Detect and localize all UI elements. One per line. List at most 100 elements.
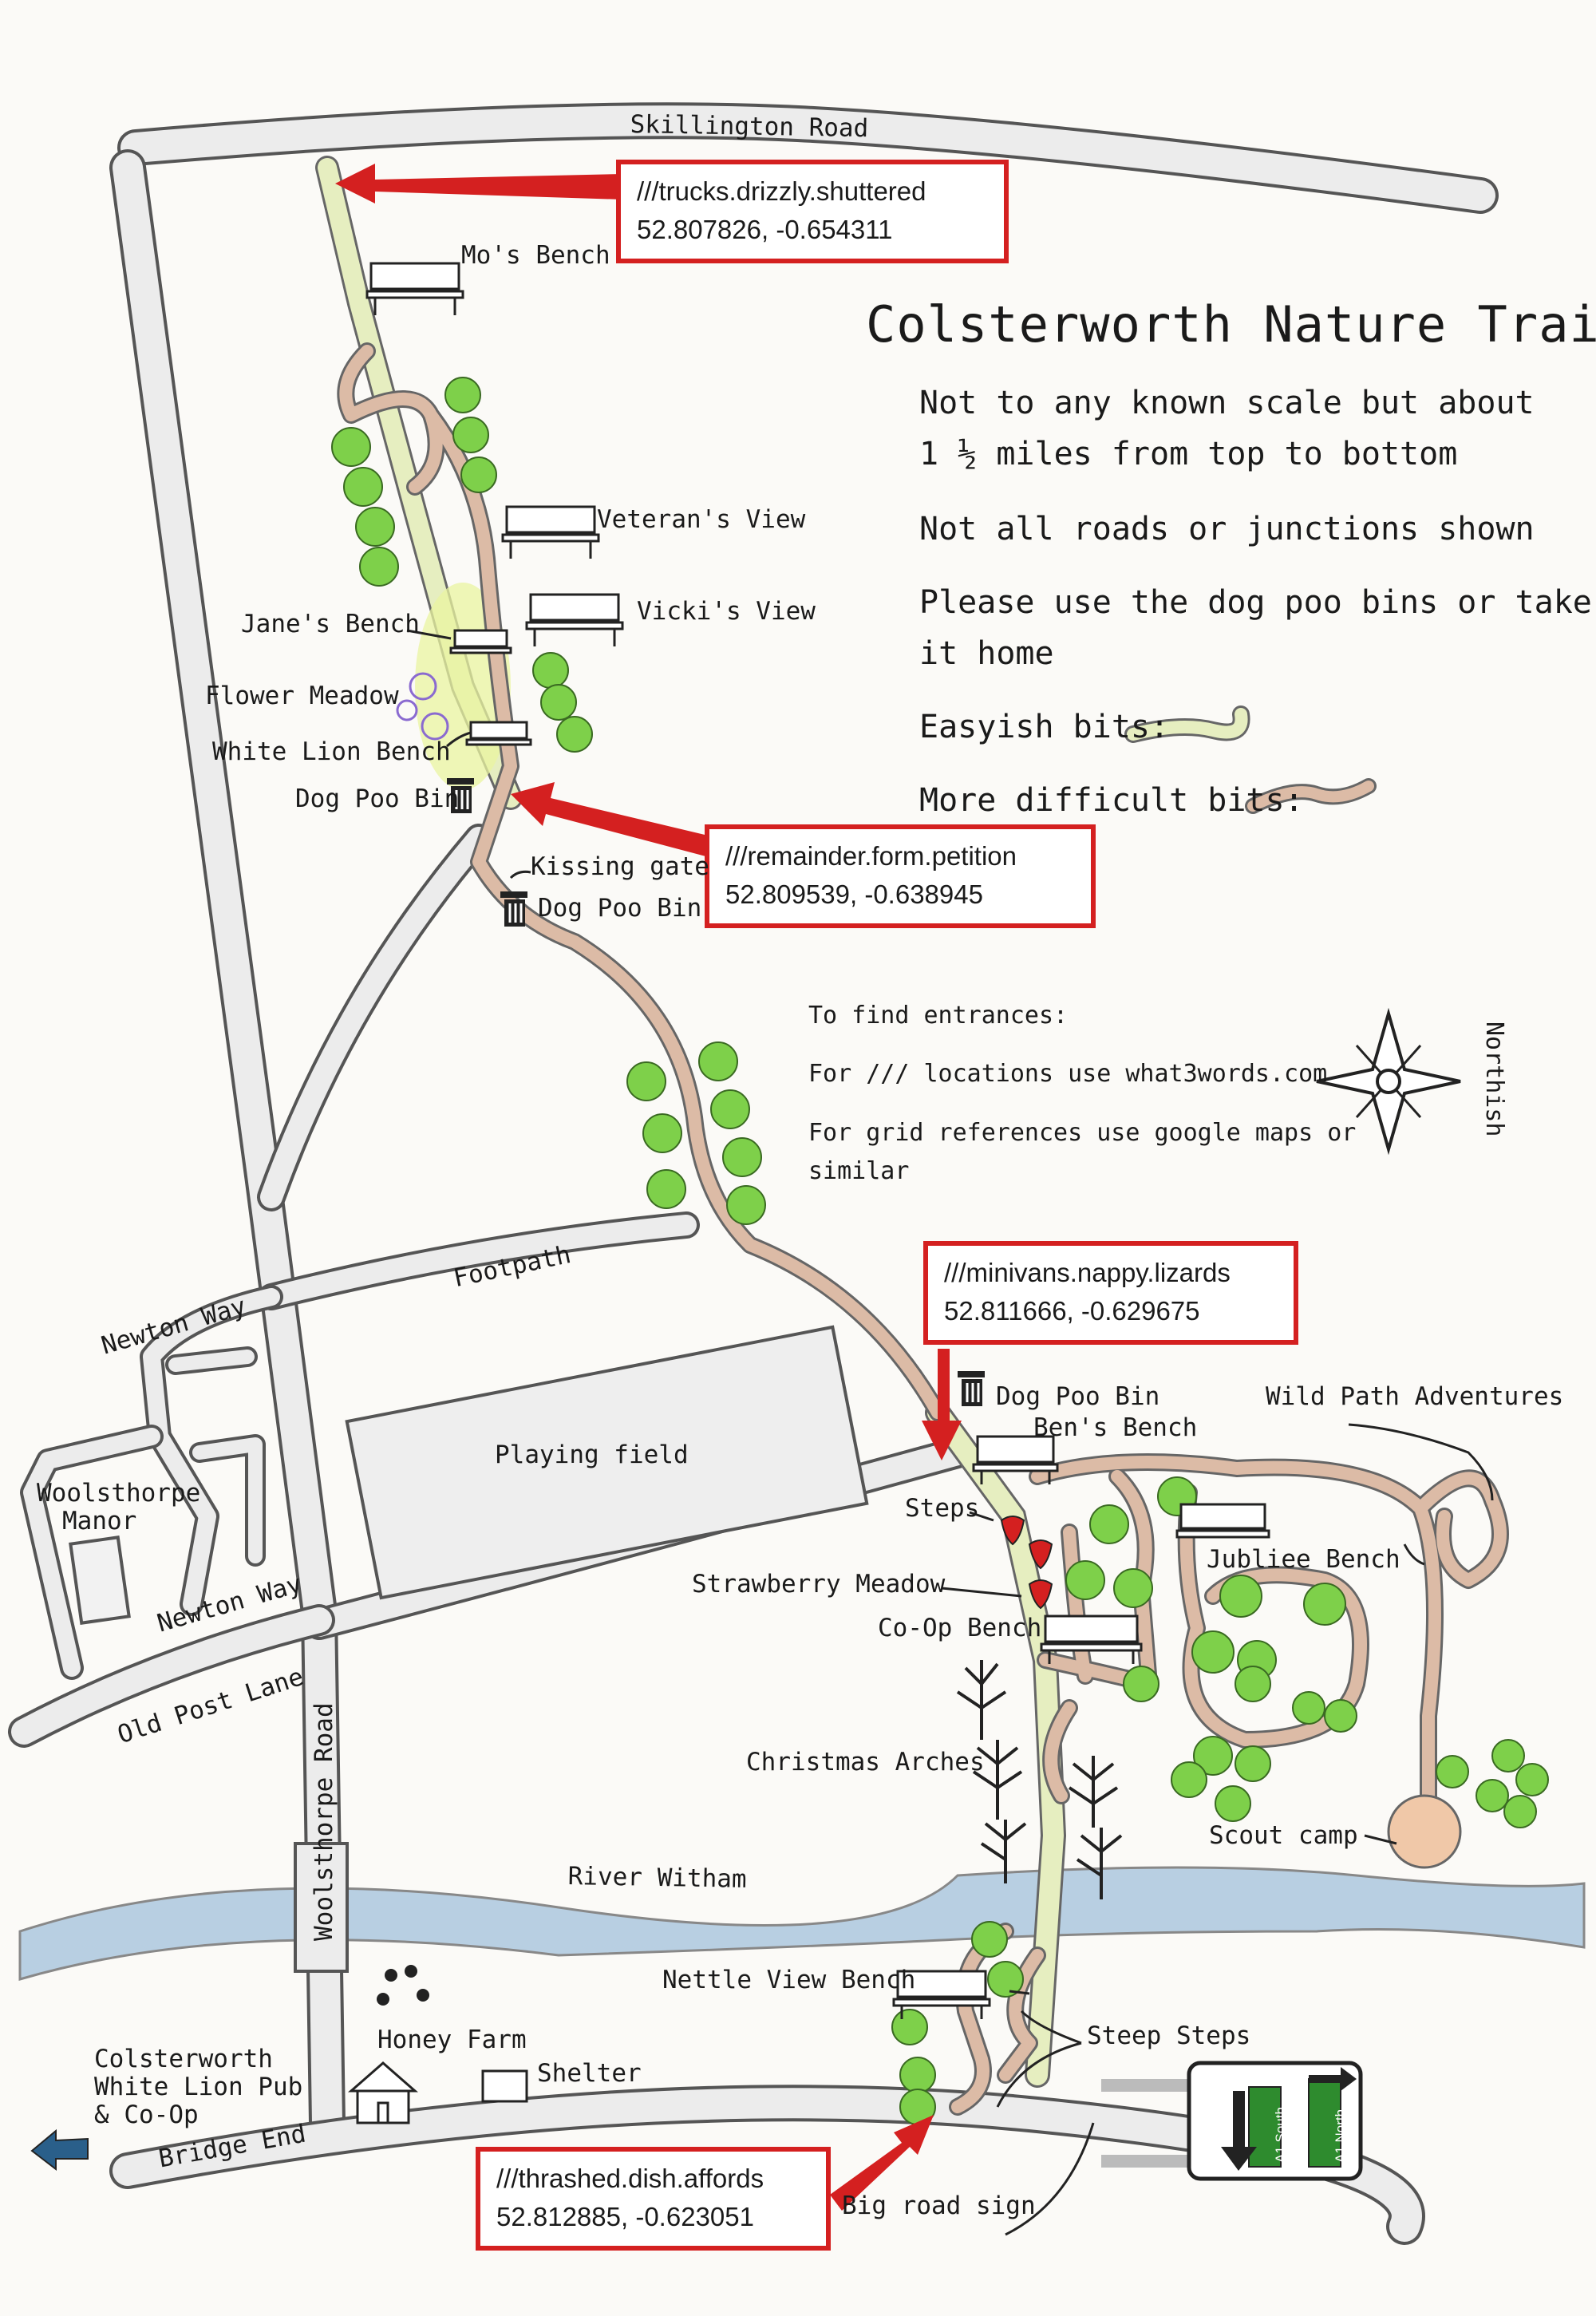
trees bbox=[331, 377, 1549, 2125]
tree-icon bbox=[359, 547, 399, 587]
tree-icon bbox=[1324, 1699, 1357, 1733]
map-title: Colsterworth Nature Trail bbox=[866, 295, 1596, 354]
bench-icon bbox=[1040, 1614, 1143, 1664]
flower-icon bbox=[396, 699, 418, 721]
road-sign-icon bbox=[1101, 2061, 1363, 2181]
tree-icon bbox=[343, 467, 383, 507]
location-box: ///thrashed.dish.affords 52.812885, -0.6… bbox=[476, 2147, 831, 2251]
label-christmas-arches: Christmas Arches bbox=[746, 1748, 985, 1777]
tree-icon bbox=[540, 684, 577, 721]
callout-arrows bbox=[335, 164, 962, 2211]
arrow-icon bbox=[335, 164, 622, 204]
leader-lines bbox=[406, 629, 1494, 2236]
sign-a1-north: A1 North bbox=[1333, 2109, 1348, 2163]
label-wild-path-adventures: Wild Path Adventures bbox=[1266, 1382, 1564, 1411]
tree-icon bbox=[1219, 1575, 1262, 1618]
label-dog-poo-bin-2: Dog Poo Bin bbox=[538, 894, 702, 923]
location-coords: 52.811666, -0.629675 bbox=[944, 1296, 1200, 1326]
label-coop-bench: Co-Op Bench bbox=[878, 1614, 1042, 1642]
bare-tree-icon bbox=[1076, 1828, 1123, 1899]
location-coords: 52.812885, -0.623051 bbox=[496, 2202, 754, 2231]
roads bbox=[8, 102, 1499, 2245]
tree-icon bbox=[1123, 1666, 1159, 1702]
location-box: ///trucks.drizzly.shuttered 52.807826, -… bbox=[616, 160, 1009, 263]
label-flower-meadow: Flower Meadow bbox=[205, 682, 399, 710]
bee-icon bbox=[405, 1965, 417, 1978]
honey-farm-house-icon bbox=[348, 2061, 418, 2124]
tree-icon bbox=[971, 1921, 1008, 1958]
manor-house bbox=[69, 1535, 131, 1625]
shelter-icon bbox=[481, 2069, 528, 2103]
label-woolsthorpe-manor-2: Manor bbox=[62, 1507, 137, 1535]
note-dog-1: Please use the dog poo bins or take bbox=[919, 584, 1592, 621]
entrances-grid-1: For grid references use google maps or bbox=[808, 1119, 1357, 1147]
road-label-woolsthorpe: Woolsthorpe Road bbox=[310, 1702, 338, 1941]
tree-icon bbox=[646, 1169, 686, 1209]
tree-icon bbox=[1191, 1630, 1235, 1674]
tree-icon bbox=[556, 716, 593, 753]
bee-icon bbox=[417, 1989, 429, 2002]
arrow-icon bbox=[830, 2115, 934, 2211]
label-steep-steps: Steep Steps bbox=[1087, 2022, 1251, 2050]
flower-icon bbox=[421, 712, 449, 741]
tree-icon bbox=[532, 652, 569, 689]
tree-icon bbox=[1235, 1745, 1271, 1782]
bare-tree-icon bbox=[956, 1660, 1007, 1740]
bees bbox=[377, 1965, 429, 2006]
tree-icon bbox=[1171, 1761, 1207, 1798]
compass-label: Northish bbox=[1480, 1022, 1508, 1137]
label-jubilee-bench: Jubliee Bench bbox=[1207, 1545, 1400, 1574]
label-nettle-view-bench: Nettle View Bench bbox=[662, 1966, 916, 1994]
tree-icon bbox=[460, 456, 497, 493]
tree-icon bbox=[444, 377, 481, 413]
playing-field-area bbox=[345, 1325, 869, 1600]
bee-icon bbox=[377, 1993, 389, 2006]
bare-tree-icon bbox=[972, 1740, 1023, 1820]
tree-icon bbox=[1476, 1779, 1509, 1812]
label-dog-poo-bin-1: Dog Poo Bin bbox=[295, 785, 460, 813]
location-w3w: ///trucks.drizzly.shuttered bbox=[637, 176, 926, 206]
tree-icon bbox=[1491, 1739, 1525, 1773]
tree-icon bbox=[722, 1137, 762, 1177]
location-box: ///minivans.nappy.lizards 52.811666, -0.… bbox=[923, 1241, 1298, 1345]
benches bbox=[365, 262, 1270, 2019]
label-bens-bench: Ben's Bench bbox=[1033, 1413, 1198, 1442]
tree-icon bbox=[1292, 1691, 1325, 1725]
entrances-heading: To find entrances: bbox=[808, 1002, 1069, 1030]
sign-a1-south: A1 South bbox=[1273, 2107, 1288, 2163]
bench-icon bbox=[525, 593, 624, 646]
bench-icon bbox=[501, 505, 600, 559]
label-strawberry-meadow: Strawberry Meadow bbox=[692, 1570, 946, 1599]
flowers bbox=[396, 672, 449, 741]
label-woolsthorpe-manor-1: Woolsthorpe bbox=[37, 1479, 201, 1508]
note-roads: Not all roads or junctions shown bbox=[919, 511, 1535, 547]
tree-icon bbox=[1503, 1795, 1537, 1828]
bin-icon bbox=[500, 891, 527, 927]
tree-icon bbox=[642, 1113, 682, 1153]
tree-icon bbox=[899, 2057, 936, 2093]
tree-icon bbox=[987, 1961, 1024, 1998]
label-steps: Steps bbox=[905, 1494, 980, 1523]
label-scout-camp: Scout camp bbox=[1209, 1821, 1358, 1850]
tree-icon bbox=[1215, 1785, 1251, 1822]
note-scale-1: Not to any known scale but about bbox=[919, 385, 1535, 421]
strawberry-icon bbox=[1028, 1579, 1053, 1610]
road-label-skillington: Skillington Road bbox=[630, 110, 869, 144]
label-mos-bench: Mo's Bench bbox=[461, 241, 610, 270]
tree-icon bbox=[452, 417, 489, 453]
label-white-lion-bench: White Lion Bench bbox=[212, 737, 451, 766]
bare-tree-icon bbox=[980, 1820, 1027, 1883]
bench-icon bbox=[972, 1435, 1059, 1484]
bridge bbox=[294, 1842, 349, 1973]
bench-icon bbox=[1175, 1503, 1270, 1539]
tree-icon bbox=[710, 1089, 750, 1129]
entrances-w3w: For /// locations use what3words.com bbox=[808, 1060, 1328, 1088]
tree-icon bbox=[626, 1061, 666, 1101]
arrow-icon bbox=[511, 782, 718, 858]
tree-icon bbox=[698, 1041, 738, 1081]
note-dog-2: it home bbox=[919, 635, 1054, 672]
label-kissing-gate: Kissing gate bbox=[531, 852, 709, 881]
entrances-grid-2: similar bbox=[808, 1157, 910, 1185]
bee-icon bbox=[385, 1969, 397, 1982]
bench-icon bbox=[892, 1970, 991, 2019]
